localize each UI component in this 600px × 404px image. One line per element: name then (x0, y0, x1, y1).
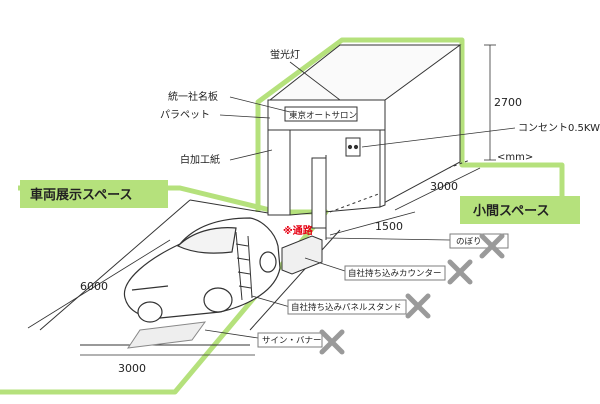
prohibited-nobori: のぼり (449, 233, 509, 259)
panel-stand (235, 231, 253, 301)
leader-lines (204, 61, 516, 339)
floor-banner (126, 321, 207, 349)
company-name-text: 東京オートサロン (289, 110, 357, 121)
tag-nobori: のぼり (456, 237, 482, 247)
tag-panel-stand: 自社持ち込みパネルスタンド (291, 302, 402, 313)
nobori-flag (311, 155, 327, 240)
label-nameboard: 統一社名板 (168, 90, 218, 103)
small-space-badge (460, 196, 580, 224)
label-white-panel: 白加工紙 (180, 153, 220, 166)
cross-icon (479, 233, 505, 259)
prohibited-panel-stand: 自社持ち込みパネルスタンド (287, 293, 431, 319)
dim-depth: 3000 (430, 180, 458, 193)
tag-sign-banner: サイン・バナー (262, 336, 322, 346)
label-parapet: パラペット (160, 109, 210, 121)
booth-box (267, 44, 462, 216)
counter (281, 235, 323, 275)
cross-icon (405, 293, 431, 319)
dim-height: 2700 (494, 96, 522, 109)
vehicle-space-badge (20, 180, 168, 208)
small-space-outline (255, 37, 565, 212)
label-fluorescent: 蛍光灯 (270, 48, 300, 61)
prohibited-sign-banner: サイン・バナー (257, 329, 345, 355)
small-space-label: 小間スペース (473, 204, 549, 219)
dimension-lines (27, 44, 496, 356)
label-outlet: コンセント0.5KW (518, 122, 600, 134)
tag-counter: 自社持ち込みカウンター (348, 268, 442, 279)
dim-booth-width: 1500 (375, 220, 403, 233)
dim-length: 6000 (80, 280, 108, 293)
vehicle-space-label: 車両展示スペース (30, 187, 132, 203)
cross-icon (319, 329, 345, 355)
outlet-box (345, 137, 361, 157)
company-nameboard (284, 106, 358, 122)
cross-icon (447, 259, 473, 285)
dim-width: 3000 (118, 362, 146, 375)
label-aisle: ※通路 (283, 224, 314, 237)
label-unit: <mm> (497, 152, 533, 163)
prohibited-counter: 自社持ち込みカウンター (344, 259, 473, 285)
car (123, 217, 281, 323)
